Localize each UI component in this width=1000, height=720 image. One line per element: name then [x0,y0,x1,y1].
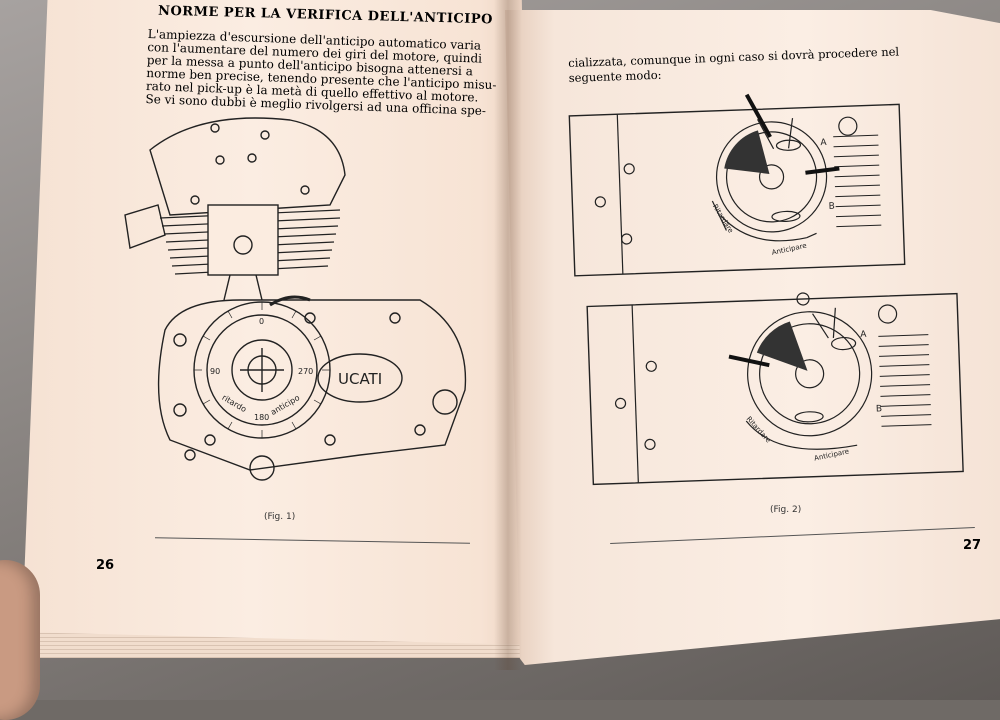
engine-drawing: 0 90 270 180 ritardo anticipo UCATI [124,117,467,481]
fig2-caption: (Fig. 2) [770,505,802,515]
left-page-number: 26 [96,558,115,573]
ignition-diagram-1: A B Ritardare Anticipare [568,93,906,277]
label-b: B [828,202,835,212]
brand-logo: UCATI [338,370,382,388]
dial-label-90: 90 [210,367,220,376]
label-a: A [860,330,867,340]
dial-label-0: 0 [259,317,264,326]
right-page [505,10,1000,665]
dial-label-180: 180 [254,413,269,422]
label-b: B [876,404,883,414]
book-gutter [494,0,522,670]
ignition-diagram-2: A B Ritardare Anticipare [586,292,964,486]
dial-label-270: 270 [298,367,313,376]
finger [0,560,40,720]
fig1-caption: (Fig. 1) [264,512,296,522]
label-a: A [820,138,827,148]
right-page-number: 27 [963,538,982,553]
